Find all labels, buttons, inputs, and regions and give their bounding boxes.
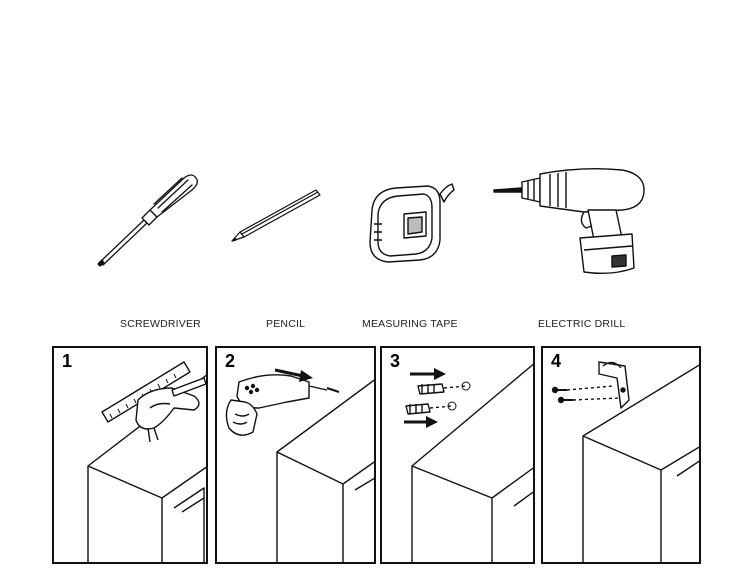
screwdriver-icon <box>92 170 202 270</box>
step-2-number: 2 <box>225 351 236 371</box>
step-3-panel: 3 <box>380 346 535 564</box>
measuring-tape-icon <box>360 180 460 265</box>
pencil-label: PENCIL <box>266 318 306 330</box>
screwdriver-label: SCREWDRIVER <box>120 318 201 330</box>
step-4-number: 4 <box>551 351 562 371</box>
step-3-number: 3 <box>390 351 401 371</box>
step-1-number: 1 <box>62 351 73 371</box>
electric-drill-label: ELECTRIC DRILL <box>538 318 626 330</box>
measuring-tape-label: MEASURING TAPE <box>362 318 458 330</box>
pencil-icon <box>226 186 326 246</box>
step-1-panel: 1 <box>52 346 208 564</box>
step-2-panel: 2 <box>215 346 376 564</box>
electric-drill-icon <box>492 164 652 282</box>
step-4-panel: 4 <box>541 346 701 564</box>
